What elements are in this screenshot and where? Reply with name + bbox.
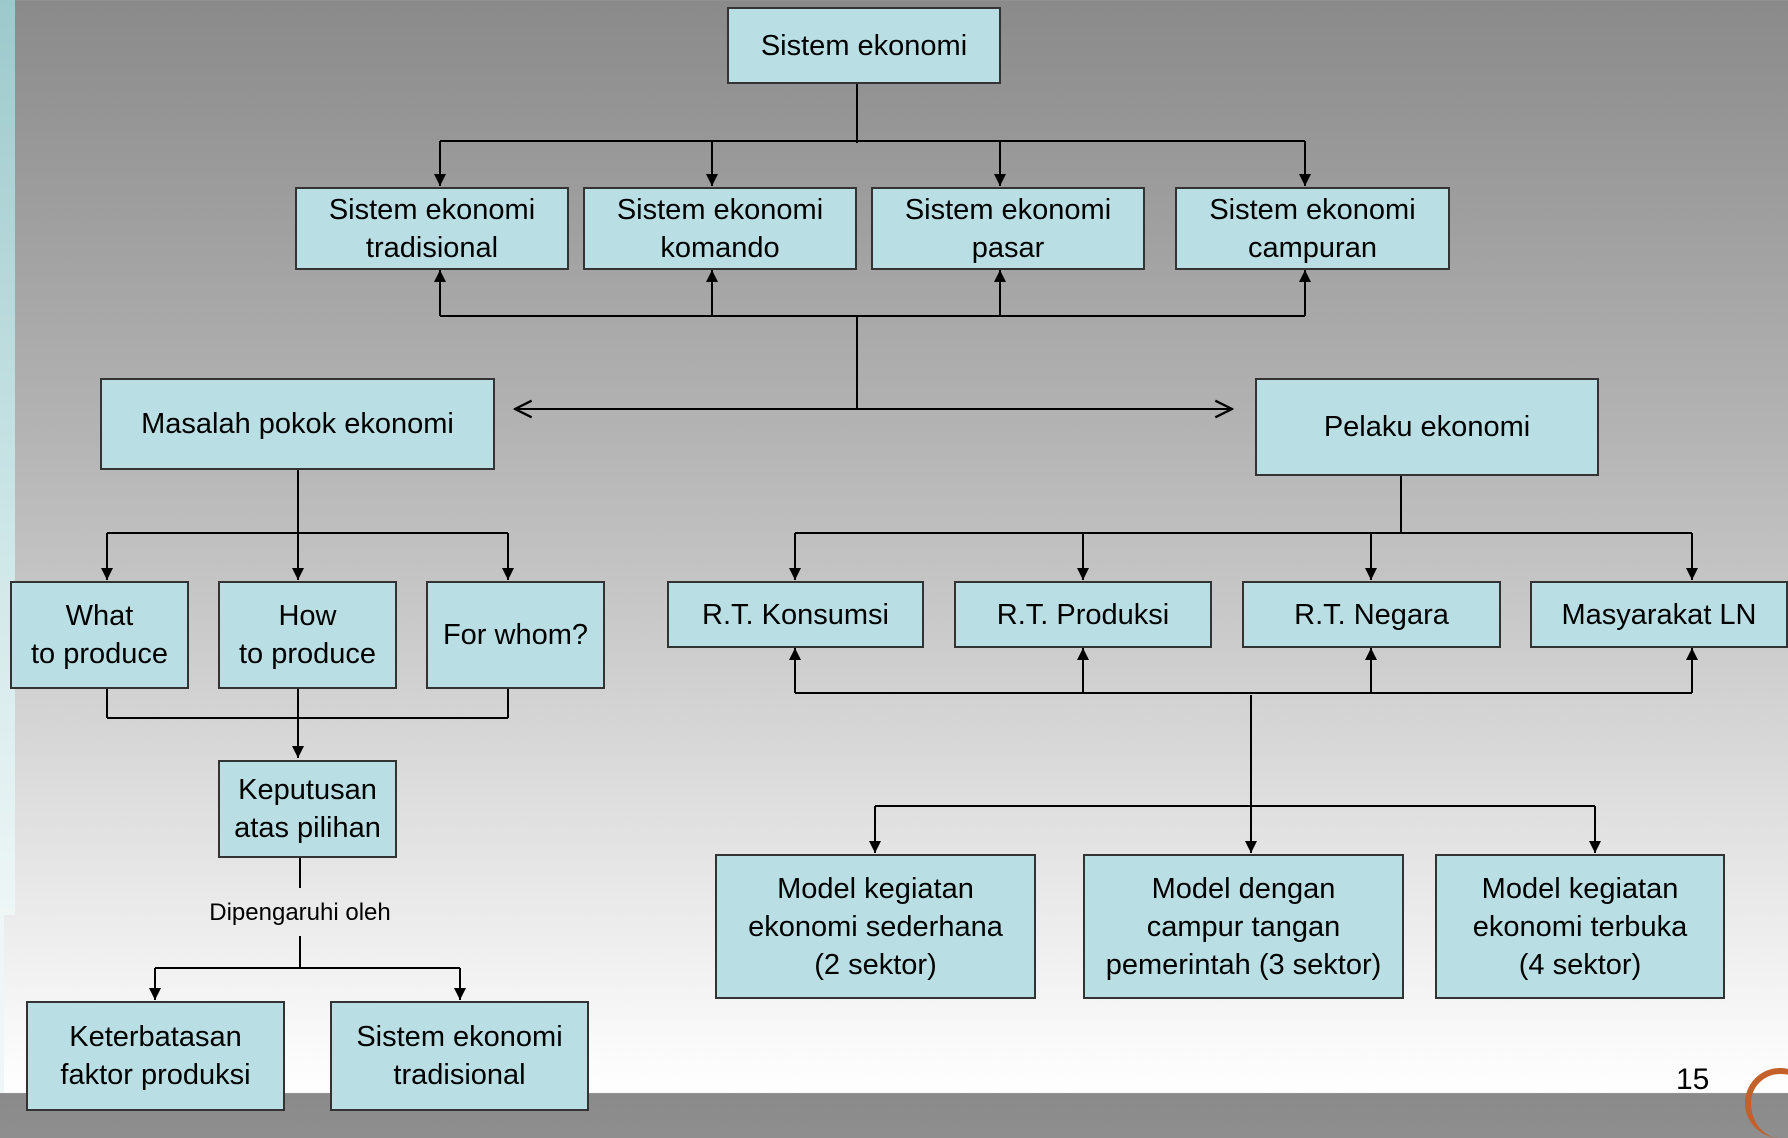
node-model-3-sektor: Model dengan campur tangan pemerintah (3… (1083, 854, 1404, 999)
node-for-whom: For whom? (426, 581, 605, 689)
node-sistem-ekonomi-tradisional-factor: Sistem ekonomi tradisional (330, 1001, 589, 1111)
page-number: 15 (1676, 1063, 1710, 1096)
node-masyarakat-ln: Masyarakat LN (1530, 581, 1788, 648)
node-pelaku-ekonomi: Pelaku ekonomi (1255, 378, 1599, 476)
node-sistem-komando: Sistem ekonomi komando (583, 187, 857, 270)
node-model-2-sektor: Model kegiatan ekonomi sederhana (2 sekt… (715, 854, 1036, 999)
node-what-to-produce: What to produce (10, 581, 189, 689)
node-model-4-sektor: Model kegiatan ekonomi terbuka (4 sektor… (1435, 854, 1725, 999)
node-sistem-pasar: Sistem ekonomi pasar (871, 187, 1145, 270)
node-how-to-produce: How to produce (218, 581, 397, 689)
node-sistem-campuran: Sistem ekonomi campuran (1175, 187, 1450, 270)
node-sistem-ekonomi: Sistem ekonomi (727, 7, 1001, 84)
node-keterbatasan-faktor-produksi: Keterbatasan faktor produksi (26, 1001, 285, 1111)
left-accent-bar-lower (0, 915, 4, 1093)
node-rt-negara: R.T. Negara (1242, 581, 1501, 648)
node-rt-konsumsi: R.T. Konsumsi (667, 581, 924, 648)
node-masalah-pokok-ekonomi: Masalah pokok ekonomi (100, 378, 495, 470)
node-keputusan-atas-pilihan: Keputusan atas pilihan (218, 760, 397, 858)
node-sistem-tradisional: Sistem ekonomi tradisional (295, 187, 569, 270)
node-rt-produksi: R.T. Produksi (954, 581, 1212, 648)
influence-label: Dipengaruhi oleh (209, 899, 391, 926)
connector-lines (101, 83, 1698, 1000)
